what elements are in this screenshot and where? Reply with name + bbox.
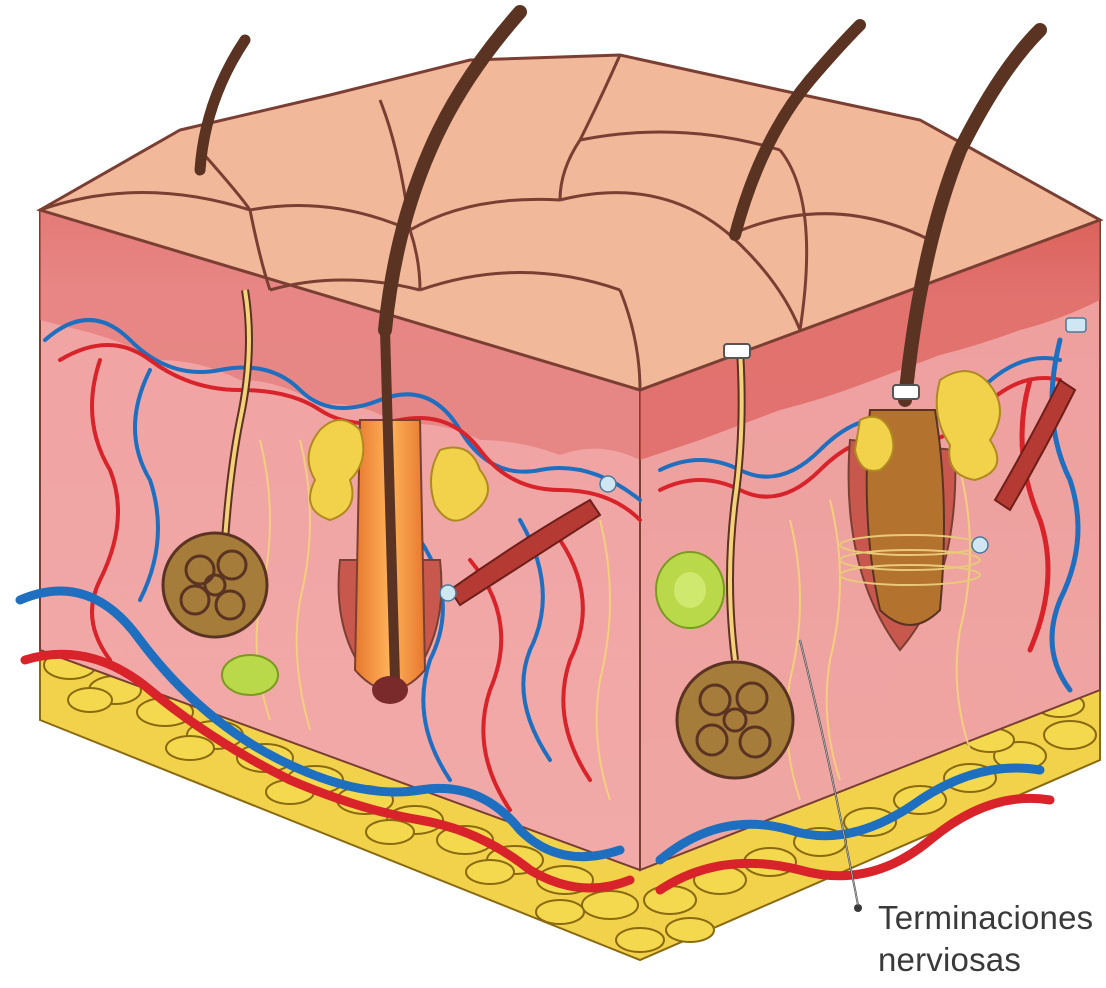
callout-label-line-1: Terminaciones xyxy=(878,898,1093,938)
callout-label-line-2: nerviosas xyxy=(878,940,1021,980)
